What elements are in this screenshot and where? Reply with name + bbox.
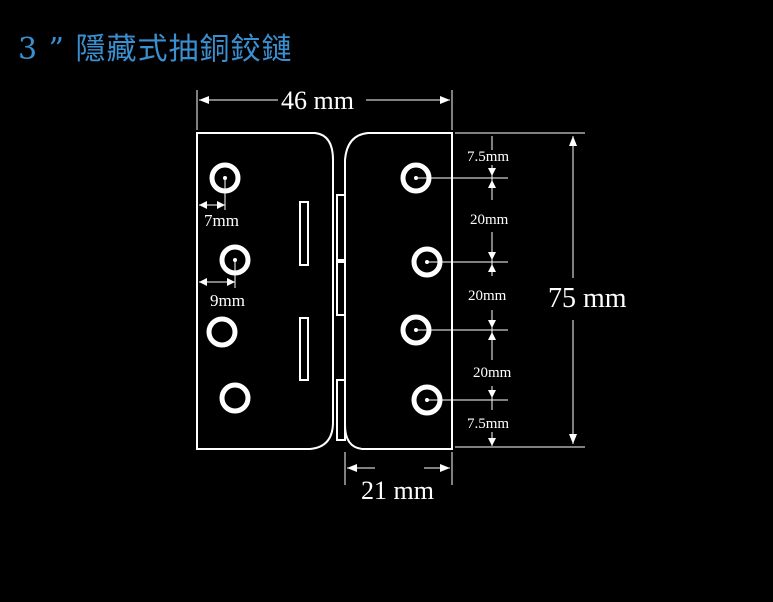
offset-outer-label: 7mm bbox=[204, 211, 239, 230]
spacing-2-label: 20mm bbox=[468, 288, 507, 304]
leaf-width-label: 21 mm bbox=[361, 476, 434, 505]
spacing-3-label: 20mm bbox=[473, 365, 512, 381]
width-label: 46 mm bbox=[281, 86, 354, 115]
arrowheads bbox=[199, 96, 577, 472]
edge-bottom-label: 7.5mm bbox=[467, 416, 509, 432]
right-leaf bbox=[344, 132, 453, 450]
edge-top-label: 7.5mm bbox=[467, 149, 509, 165]
right-knuckle-1 bbox=[336, 194, 346, 261]
right-holes bbox=[400, 162, 443, 416]
spacing-1-label: 20mm bbox=[470, 212, 509, 228]
left-knuckle-1 bbox=[299, 201, 309, 266]
height-label: 75 mm bbox=[548, 283, 627, 314]
left-leaf bbox=[196, 132, 334, 450]
left-knuckle-2 bbox=[299, 317, 309, 381]
page-title: 3 ” 隱藏式抽銅鉸鏈 bbox=[18, 32, 293, 67]
hole bbox=[219, 382, 251, 414]
right-knuckle-2 bbox=[336, 261, 346, 316]
left-holes bbox=[206, 162, 251, 414]
hole bbox=[206, 316, 238, 348]
offset-inner-label: 9mm bbox=[210, 291, 245, 310]
right-knuckle-3 bbox=[336, 379, 346, 441]
